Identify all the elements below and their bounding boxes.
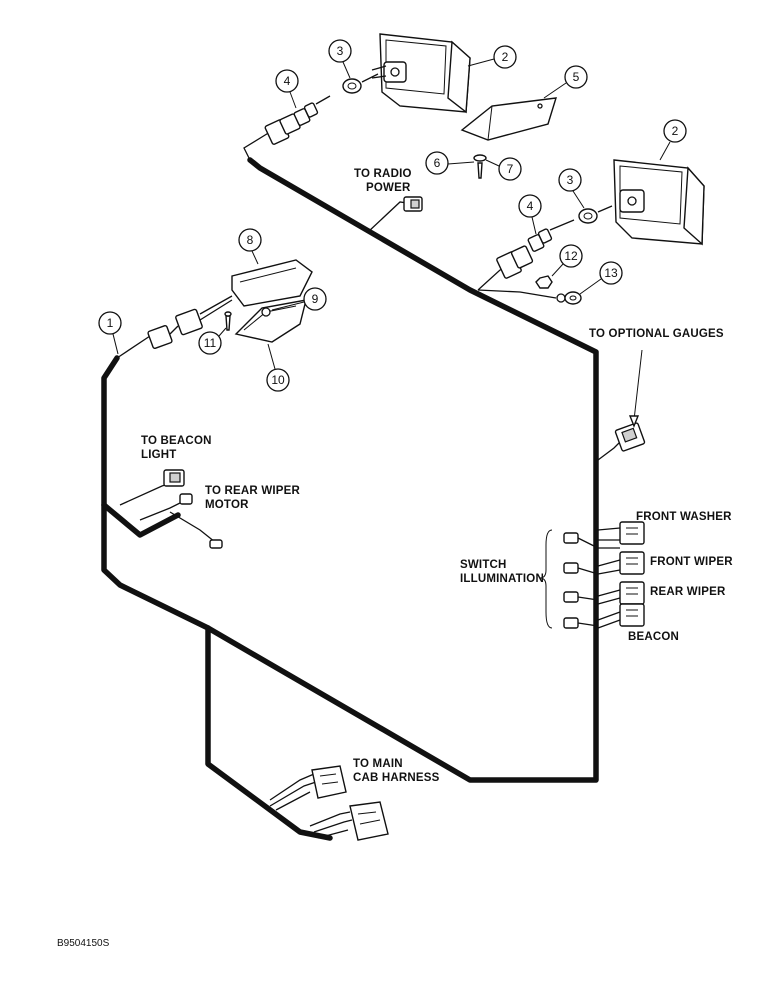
label-beacon: BEACON	[628, 631, 679, 643]
callout-2-top: 2	[467, 45, 517, 69]
label-switch-illumination-line2: ILLUMINATION	[460, 573, 544, 585]
label-to-optional-gauges: TO OPTIONAL GAUGES	[589, 328, 724, 340]
label-switch-illumination-line1: SWITCH	[460, 559, 507, 571]
nut-12	[535, 275, 553, 289]
optional-gauges-arrow	[633, 349, 643, 421]
label-to-main-cab-harness-line2: CAB HARNESS	[353, 772, 440, 784]
callout-3-right: 3	[558, 168, 585, 209]
label-to-radio-power-line1: TO RADIO	[354, 168, 412, 180]
callout-9-text: 9	[312, 292, 319, 306]
label-to-rear-wiper-motor-line1: TO REAR WIPER	[205, 485, 301, 497]
washer-7	[473, 154, 487, 162]
callout-4-top: 4	[275, 69, 299, 109]
ground-ring	[556, 293, 566, 303]
dome-lens-10	[234, 299, 307, 343]
dome-lead	[116, 335, 151, 359]
callout-4-right-text: 4	[527, 199, 534, 213]
bracket-5	[460, 97, 557, 141]
main-cab-leads	[269, 773, 353, 839]
label-front-washer: FRONT WASHER	[636, 511, 732, 523]
callout-5: 5	[543, 65, 588, 99]
right-lamp-plug-4	[527, 228, 553, 252]
callout-2-top-text: 2	[502, 50, 509, 64]
callout-7-text: 7	[507, 162, 514, 176]
right-lamp-grommet-3	[578, 208, 598, 224]
switch-leads	[597, 527, 621, 629]
label-to-beacon-light-line1: TO BEACON	[141, 435, 212, 447]
callout-7: 7	[485, 157, 522, 181]
right-lamp-connector	[496, 245, 534, 279]
callout-6-text: 6	[434, 156, 441, 170]
dome-screw-11	[224, 311, 232, 331]
label-to-radio-power-line2: POWER	[366, 182, 411, 194]
main-cab-connector-lower	[349, 801, 389, 841]
callout-5-text: 5	[573, 70, 580, 84]
right-work-lamp	[613, 159, 705, 246]
callout-3-top-text: 3	[337, 44, 344, 58]
callout-10: 10	[266, 343, 290, 392]
main-harness	[101, 355, 333, 841]
top-lamp-grommet-3	[342, 78, 362, 94]
top-work-lamp	[371, 33, 471, 114]
top-lamp-lead	[243, 131, 271, 161]
switch-connector-front-washer	[619, 521, 645, 545]
callout-13-text: 13	[604, 266, 618, 280]
radio-power-connector	[403, 196, 423, 212]
harness-left-branch	[101, 502, 181, 538]
rear-wiper-connector	[179, 493, 223, 549]
dome-harness-connector	[147, 308, 203, 350]
callout-9: 9	[271, 287, 327, 311]
callout-12-text: 12	[564, 249, 578, 263]
switch-connector-rear-wiper	[619, 581, 645, 605]
callout-8-text: 8	[247, 233, 254, 247]
callout-10-text: 10	[271, 373, 285, 387]
switch-connector-front-wiper	[619, 551, 645, 575]
main-harness-right	[205, 157, 599, 783]
callout-13: 13	[579, 261, 623, 295]
top-lamp-plug-4	[293, 102, 319, 126]
callout-2-right: 2	[659, 119, 687, 161]
label-to-beacon-light-line2: LIGHT	[141, 449, 177, 461]
callout-8: 8	[238, 228, 262, 265]
optional-gauges-lead	[597, 439, 623, 461]
label-rear-wiper: REAR WIPER	[650, 586, 726, 598]
reference-number: B9504150S	[57, 938, 110, 949]
label-to-main-cab-harness-line1: TO MAIN	[353, 758, 403, 770]
callout-1: 1	[98, 311, 122, 355]
callout-3-right-text: 3	[567, 173, 574, 187]
dome-lamp-8	[231, 259, 313, 307]
callout-12: 12	[551, 244, 583, 277]
optional-gauges-connector	[614, 422, 646, 452]
callout-4-top-text: 4	[284, 74, 291, 88]
callout-11-text: 11	[204, 336, 217, 350]
label-front-wiper: FRONT WIPER	[650, 556, 733, 568]
main-cab-connector-upper	[311, 765, 347, 799]
switch-illumination-plugs	[563, 532, 579, 629]
callout-3-top: 3	[328, 39, 352, 79]
callout-1-text: 1	[107, 316, 114, 330]
switch-illumination-brace	[539, 529, 553, 629]
callout-4-right: 4	[518, 194, 542, 235]
label-to-rear-wiper-motor-line2: MOTOR	[205, 499, 249, 511]
callout-2-right-text: 2	[672, 124, 679, 138]
callout-11: 11	[198, 327, 227, 355]
ground-lead	[477, 289, 557, 299]
callout-6: 6	[425, 151, 475, 175]
switch-connector-beacon	[619, 603, 645, 627]
washer-13	[564, 291, 582, 305]
beacon-light-connector	[163, 469, 185, 487]
dome-screw-9	[261, 307, 271, 317]
